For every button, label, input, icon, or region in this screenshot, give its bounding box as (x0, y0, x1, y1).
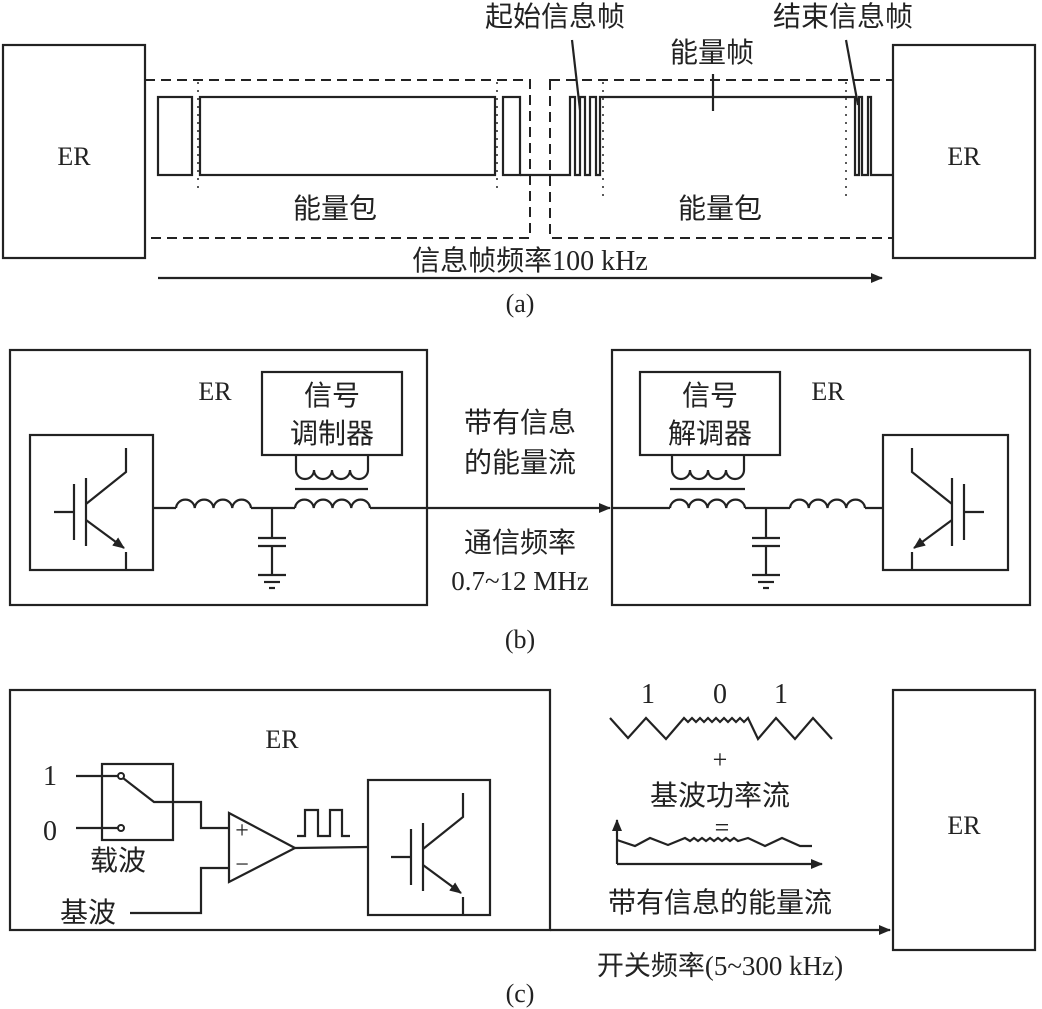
bit-label: 0 (713, 679, 727, 710)
transformer-primary-icon (294, 455, 370, 481)
plus-input: + (235, 818, 249, 844)
energy-frame-waveform (520, 95, 893, 177)
energy-block (198, 95, 497, 177)
transformer-secondary-icon (293, 498, 372, 510)
inductor-icon (788, 498, 867, 510)
input-0-label: 0 (43, 816, 57, 847)
er-box-left (8, 688, 552, 932)
energy-packet-region (549, 79, 894, 239)
er-box-right (891, 43, 1037, 260)
igbt-icon (391, 793, 463, 915)
plus-label: + (713, 745, 728, 774)
combined-waveform (616, 836, 812, 848)
er-label: ER (198, 377, 232, 406)
caption-b: (b) (505, 625, 535, 654)
er-box-right (610, 348, 1032, 607)
igbt-box (881, 433, 1010, 572)
end-block (501, 95, 522, 177)
leader-line (844, 39, 860, 106)
igbt-box (366, 778, 492, 917)
modulated-carrier-wave (609, 716, 833, 742)
pwm-pulse-icon (297, 808, 350, 838)
flow-label: 带有信息 (464, 407, 576, 439)
er-label: ER (265, 725, 299, 754)
demodulator-label: 解调器 (668, 418, 752, 450)
demodulator-label: 信号 (682, 380, 738, 412)
transformer-primary-icon (670, 455, 746, 481)
flow-label: 的能量流 (464, 447, 576, 479)
bit-label: 1 (641, 679, 655, 710)
bit-label: 1 (774, 679, 788, 710)
comparator-icon (227, 811, 298, 884)
er-label: ER (947, 811, 981, 840)
signal-demodulator-box (638, 370, 782, 457)
er-label: ER (811, 377, 845, 406)
transformer-secondary-icon (668, 498, 747, 510)
info-frame-frequency: 信息帧频率100 kHz (412, 245, 648, 277)
carrier-label: 载波 (90, 845, 146, 877)
energy-packet-label: 能量包 (678, 193, 762, 225)
igbt-box (28, 433, 155, 572)
comm-freq-label: 通信频率 (464, 527, 576, 559)
panel-b: ER 信号 调制器 带有信息 的能量流 通信频率 0.7~12 MHz ER 信… (8, 348, 1032, 654)
flow-label: 带有信息的能量流 (608, 887, 832, 919)
inductor-icon (174, 498, 253, 510)
igbt-icon (54, 448, 126, 570)
equals-label: = (715, 813, 730, 842)
er-box-right (891, 688, 1037, 952)
panel-c: ER 1 0 载波 基波 + − 1 0 1 + 基波功率流 = 带有信息的能量… (8, 679, 1037, 1008)
modulator-label: 调制器 (290, 418, 374, 450)
caption-c: (c) (506, 979, 535, 1008)
leader-line (570, 39, 582, 111)
er-label: ER (57, 142, 91, 171)
minus-input: − (235, 852, 249, 878)
energy-frame-label: 能量帧 (670, 37, 754, 69)
fundamental-power-flow-label: 基波功率流 (650, 780, 790, 812)
input-1-label: 1 (43, 761, 57, 792)
ground-icon (750, 573, 782, 590)
energy-packet-region (144, 79, 531, 239)
signal-modulator-box (260, 370, 404, 457)
er-box-left (8, 348, 429, 607)
start-frame-label: 起始信息帧 (485, 1, 625, 33)
end-frame-label: 结束信息帧 (773, 1, 913, 33)
switch-freq-label: 开关频率(5~300 kHz) (597, 951, 843, 981)
modulator-label: 信号 (304, 380, 360, 412)
switch-icon (122, 777, 229, 830)
energy-packet-label: 能量包 (293, 193, 377, 225)
caption-a: (a) (506, 289, 535, 318)
fundamental-label: 基波 (60, 897, 116, 929)
er-label: ER (947, 142, 981, 171)
igbt-icon (912, 448, 984, 570)
ground-icon (256, 573, 288, 590)
panel-a: ER ER 起始信息帧 结束信息帧 能量帧 能量包 能量包 信息帧频率100 k… (1, 1, 1037, 318)
start-block (156, 95, 194, 177)
comm-freq-value: 0.7~12 MHz (451, 566, 589, 596)
